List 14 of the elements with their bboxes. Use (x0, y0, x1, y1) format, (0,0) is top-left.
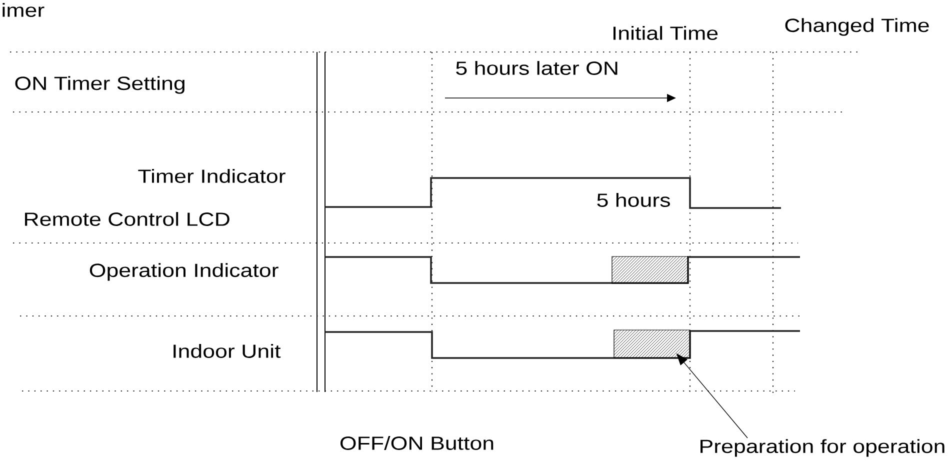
cut-off-title: imer (2, 3, 44, 17)
label: Remote Control LCD (25, 212, 230, 226)
label: OFF/ON Button (340, 436, 494, 450)
label: Timer Indicator (138, 169, 286, 183)
label: ON Timer Setting (15, 76, 184, 94)
label: Changed Time (785, 18, 929, 36)
hatched-box (612, 256, 688, 284)
label: Indoor Unit (174, 344, 281, 358)
label: Operation Indicator (90, 263, 278, 281)
label: Initial Time (614, 26, 718, 40)
label: 5 hours later ON (456, 61, 618, 75)
leader-text: Preparation for operation (700, 439, 944, 457)
label: 5 hours (597, 193, 670, 207)
hatched-box (614, 330, 690, 358)
